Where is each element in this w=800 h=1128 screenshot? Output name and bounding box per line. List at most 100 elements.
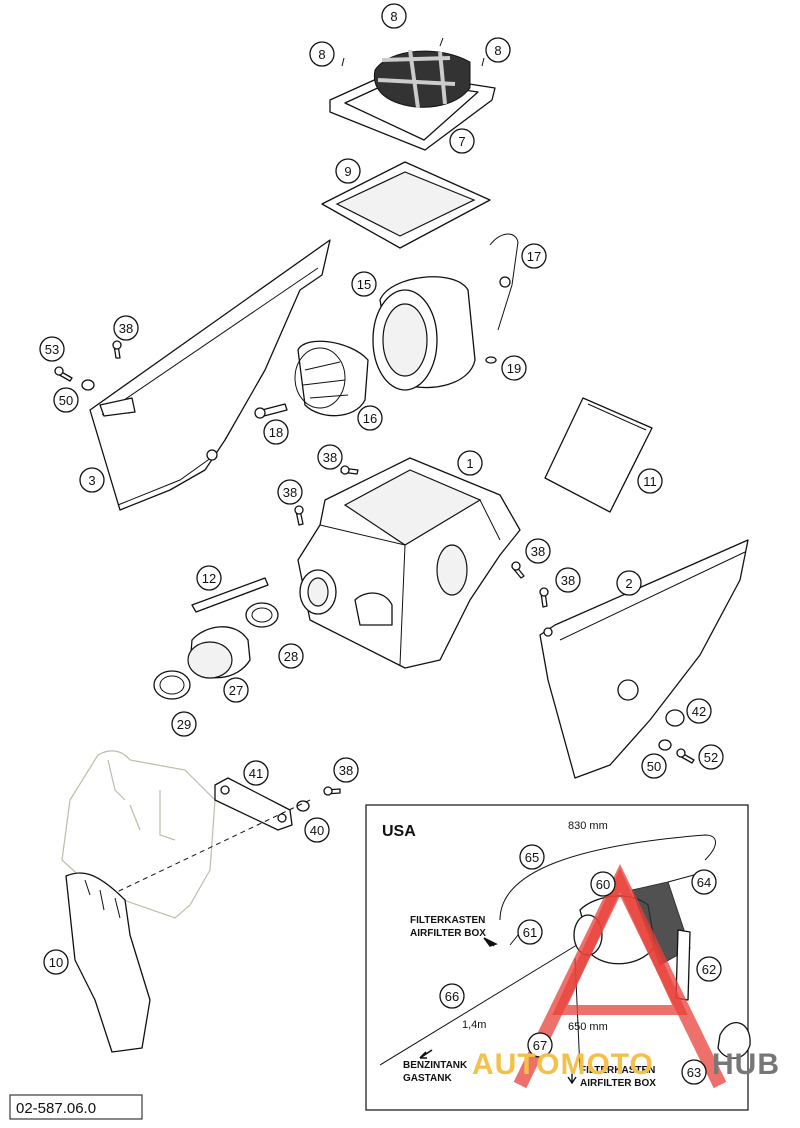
callout-16: 16 xyxy=(357,405,383,431)
svg-text:38: 38 xyxy=(323,450,337,465)
svg-text:8: 8 xyxy=(318,47,325,62)
label-filterkasten-bottom-2: AIRFILTER BOX xyxy=(580,1078,656,1089)
callout-38: 38 xyxy=(555,567,581,593)
dimension-830: 830 mm xyxy=(568,820,608,832)
watermark-text-a: AUTOMOTO xyxy=(472,1048,654,1081)
right-hardware xyxy=(658,709,695,764)
svg-text:60: 60 xyxy=(596,877,610,892)
svg-text:10: 10 xyxy=(49,955,63,970)
callout-53: 53 xyxy=(39,336,65,362)
callout-41: 41 xyxy=(243,760,269,786)
callout-40: 40 xyxy=(304,817,330,843)
gasket-9 xyxy=(321,161,491,249)
callout-15: 15 xyxy=(351,271,377,297)
side-panel-2 xyxy=(539,539,749,779)
callout-9: 9 xyxy=(335,158,361,184)
svg-text:38: 38 xyxy=(531,544,545,559)
label-filterkasten-top-1: FILTERKASTEN xyxy=(410,915,485,926)
callout-60: 60 xyxy=(590,871,616,897)
air-filter-15 xyxy=(372,276,476,391)
svg-text:17: 17 xyxy=(527,249,541,264)
mud-flap-10 xyxy=(65,872,151,1053)
filter-cage-16 xyxy=(294,340,369,417)
svg-text:2: 2 xyxy=(625,576,632,591)
callout-67: 67 xyxy=(527,1032,553,1058)
svg-text:8: 8 xyxy=(494,43,501,58)
callout-8: 8 xyxy=(309,41,335,67)
callout-63: 63 xyxy=(681,1059,707,1085)
svg-text:42: 42 xyxy=(692,704,706,719)
bolts-38 xyxy=(54,340,549,796)
label-filterkasten-top-2: AIRFILTER BOX xyxy=(410,928,486,939)
svg-text:61: 61 xyxy=(523,925,537,940)
callout-10: 10 xyxy=(43,949,69,975)
svg-text:7: 7 xyxy=(458,134,465,149)
part-code: 02-587.06.0 xyxy=(16,1100,96,1117)
callout-66: 66 xyxy=(439,983,465,1009)
callout-12: 12 xyxy=(196,565,222,591)
svg-text:11: 11 xyxy=(643,474,657,489)
side-panel-3 xyxy=(89,239,331,511)
svg-text:66: 66 xyxy=(445,989,459,1004)
callout-65: 65 xyxy=(519,844,545,870)
svg-text:63: 63 xyxy=(687,1065,701,1080)
svg-text:28: 28 xyxy=(284,649,298,664)
svg-text:29: 29 xyxy=(177,717,191,732)
watermark-logo xyxy=(513,864,727,1089)
callout-8: 8 xyxy=(485,37,511,63)
callout-1: 1 xyxy=(457,450,483,476)
svg-text:38: 38 xyxy=(561,573,575,588)
svg-text:18: 18 xyxy=(269,425,283,440)
svg-text:8: 8 xyxy=(390,9,397,24)
callout-38: 38 xyxy=(525,538,551,564)
svg-text:67: 67 xyxy=(533,1038,547,1053)
svg-text:1: 1 xyxy=(466,456,473,471)
intake-parts xyxy=(153,577,279,700)
svg-text:38: 38 xyxy=(339,763,353,778)
svg-text:12: 12 xyxy=(202,571,216,586)
mount-plate-41 xyxy=(99,777,311,901)
svg-text:9: 9 xyxy=(344,164,351,179)
airbox-cover-7 xyxy=(329,37,496,151)
callout-28: 28 xyxy=(278,643,304,669)
callout-38: 38 xyxy=(113,315,139,341)
callout-17: 17 xyxy=(521,243,547,269)
svg-text:50: 50 xyxy=(647,759,661,774)
callout-7: 7 xyxy=(449,128,475,154)
label-benzintank-2: GASTANK xyxy=(403,1073,452,1084)
label-filterkasten-bottom-1: FILTERKASTEN xyxy=(580,1065,655,1076)
svg-text:19: 19 xyxy=(507,361,521,376)
svg-text:16: 16 xyxy=(363,411,377,426)
svg-text:3: 3 xyxy=(88,473,95,488)
callout-27: 27 xyxy=(223,677,249,703)
callout-62: 62 xyxy=(696,956,722,982)
callout-42: 42 xyxy=(686,698,712,724)
callout-11: 11 xyxy=(637,468,663,494)
callout-38: 38 xyxy=(277,479,303,505)
callout-38: 38 xyxy=(333,757,359,783)
callout-61: 61 xyxy=(517,919,543,945)
svg-text:40: 40 xyxy=(310,823,324,838)
svg-text:65: 65 xyxy=(525,850,539,865)
svg-text:53: 53 xyxy=(45,342,59,357)
svg-text:38: 38 xyxy=(119,321,133,336)
callout-38: 38 xyxy=(317,444,343,470)
dimension-650: 650 mm xyxy=(568,1021,608,1033)
label-benzintank-1: BENZINTANK xyxy=(403,1060,468,1071)
svg-text:50: 50 xyxy=(59,393,73,408)
callout-52: 52 xyxy=(698,744,724,770)
callout-18: 18 xyxy=(263,419,289,445)
callout-29: 29 xyxy=(171,711,197,737)
callout-8: 8 xyxy=(381,3,407,29)
svg-text:38: 38 xyxy=(283,485,297,500)
svg-text:62: 62 xyxy=(702,962,716,977)
usa-title: USA xyxy=(382,823,416,840)
dimension-1-4m: 1,4m xyxy=(462,1019,486,1031)
svg-text:52: 52 xyxy=(704,750,718,765)
airbox-1 xyxy=(297,457,521,669)
callout-2: 2 xyxy=(616,570,642,596)
callout-50: 50 xyxy=(641,753,667,779)
callout-50: 50 xyxy=(53,387,79,413)
